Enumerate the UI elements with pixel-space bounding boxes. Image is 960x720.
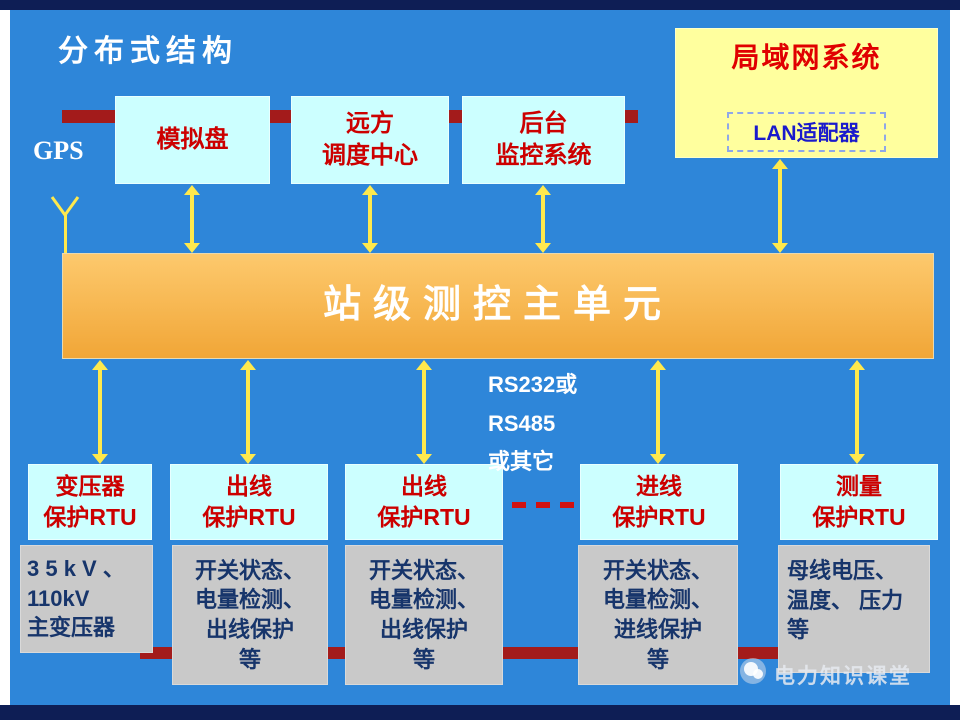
box-label: 出线	[401, 472, 447, 499]
detail-line: 进线保护	[613, 617, 702, 642]
detail-line: 开关状态、	[368, 557, 479, 583]
lan-system-box: 局域网系统	[675, 28, 938, 158]
lan-system-title: 局域网系统	[731, 42, 882, 73]
watermark-text: 电力知识课堂	[774, 665, 912, 688]
box-label: 后台	[519, 109, 568, 137]
box-label: 保护RTU	[202, 504, 296, 530]
outgoing-detail-box-1: 开关状态、 电量检测、 出线保护 等	[172, 545, 328, 685]
transformer-rtu-box: 变压器 保护RTU	[28, 464, 152, 540]
incoming-rtu-box: 进线 保护RTU	[580, 464, 738, 540]
frame-top-bar	[0, 0, 960, 10]
busbar-measure-detail-box: 母线电压、 温度、 压力 等	[778, 545, 930, 673]
box-label: 调度中心	[322, 142, 418, 169]
detail-line: 电量检测、	[368, 587, 479, 613]
box-label: 模拟盘	[156, 125, 229, 153]
ellipsis-dashed-link	[512, 502, 574, 508]
connector-arrow-analog	[184, 185, 200, 253]
detail-line: 等	[238, 646, 261, 672]
gps-antenna-line	[64, 215, 67, 253]
connector-arrow-rtu-2	[240, 360, 256, 464]
detail-line: 母线电压、	[787, 558, 898, 583]
detail-line: 电量检测、	[194, 587, 305, 613]
analog-panel-box: 模拟盘	[115, 96, 270, 184]
remote-dispatch-center-box: 远方 调度中心	[291, 96, 449, 184]
serial-link-line: RS485	[488, 410, 556, 436]
frame-bottom-bar	[0, 705, 960, 720]
incoming-detail-box: 开关状态、 电量检测、 进线保护 等	[578, 545, 738, 685]
box-label: 保护RTU	[612, 504, 706, 530]
station-main-unit-label: 站级测控主单元	[322, 284, 673, 327]
detail-line: 主变压器	[27, 615, 116, 641]
box-label: 保护RTU	[377, 504, 471, 530]
serial-link-note: RS232或 RS485 或其它	[488, 366, 577, 482]
outgoing-rtu-box-2: 出线 保护RTU	[345, 464, 503, 540]
detail-line: 等	[646, 646, 669, 672]
box-label: 进线	[636, 472, 682, 499]
detail-line: 出线保护	[379, 617, 468, 642]
gps-label: GPS	[33, 136, 84, 165]
measure-rtu-box: 测量 保护RTU	[780, 464, 938, 540]
box-label: 远方	[346, 109, 394, 137]
connector-arrow-dispatch	[362, 185, 378, 253]
transformer-detail-box: 3 5 k V 、 110kV 主变压器	[20, 545, 153, 653]
slide-canvas: 分布式结构 GPS 模拟盘 远方 调度中心 后台 监控系统 局域网系统 LAN适…	[10, 10, 950, 705]
lan-adapter-box: LAN适配器	[727, 112, 886, 152]
watermark-chat-icon	[740, 658, 766, 684]
detail-line: 等	[412, 646, 435, 672]
connector-arrow-lan	[772, 159, 788, 253]
serial-link-line: RS232或	[488, 372, 578, 397]
box-label: 保护RTU	[812, 504, 906, 530]
connector-arrow-rtu-4	[650, 360, 666, 464]
detail-line: 开关状态、	[194, 557, 305, 583]
detail-line: 电量检测、	[602, 587, 713, 613]
detail-line: 等	[787, 617, 810, 643]
box-label: 保护RTU	[43, 504, 137, 530]
connector-arrow-rtu-5	[849, 360, 865, 464]
box-label: 测量	[836, 472, 882, 499]
box-label: 出线	[226, 472, 272, 499]
connector-arrow-rtu-1	[92, 360, 108, 464]
detail-line: 110kV	[27, 585, 90, 611]
serial-link-line: 或其它	[488, 449, 555, 474]
box-label: 监控系统	[495, 142, 592, 169]
detail-line: 开关状态、	[602, 557, 713, 583]
connector-arrow-rtu-3	[416, 360, 432, 464]
slide-title: 分布式结构	[58, 35, 238, 68]
outgoing-detail-box-2: 开关状态、 电量检测、 出线保护 等	[345, 545, 503, 685]
connector-arrow-backend	[535, 185, 551, 253]
detail-line: 3 5 k V 、	[27, 556, 125, 581]
detail-line: 温度、 压力	[787, 587, 904, 613]
box-label: 变压器	[55, 472, 125, 499]
backend-monitoring-box: 后台 监控系统	[462, 96, 625, 184]
station-main-unit-box: 站级测控主单元	[62, 253, 934, 359]
detail-line: 出线保护	[205, 617, 294, 642]
outgoing-rtu-box-1: 出线 保护RTU	[170, 464, 328, 540]
